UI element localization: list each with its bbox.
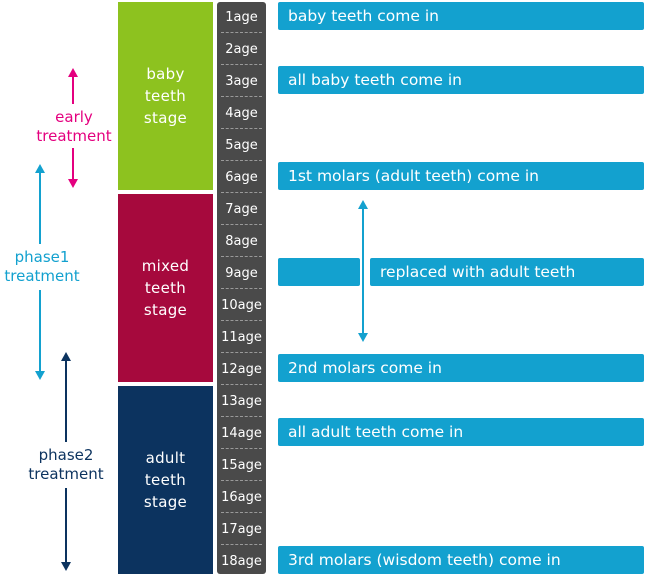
stage-adult-teeth-label: adult teeth stage — [143, 449, 188, 511]
age-cell: 10age — [221, 298, 262, 313]
early-treatment-arrow — [68, 68, 78, 188]
event-label: 2nd molars come in — [288, 359, 442, 377]
age-separator — [221, 192, 262, 193]
event-label: 1st molars (adult teeth) come in — [288, 167, 539, 185]
event-label: 3rd molars (wisdom teeth) come in — [288, 551, 561, 569]
phase2-treatment-arrow-head-up — [61, 352, 71, 361]
age-cell: 11age — [221, 330, 262, 345]
event-bar: 3rd molars (wisdom teeth) come in — [278, 546, 644, 574]
age-cell: 14age — [221, 426, 262, 441]
stage-mixed-teeth-label: mixed teeth stage — [141, 257, 190, 319]
age-separator — [221, 160, 262, 161]
replacement-span-arrow — [358, 200, 368, 342]
event-bar: 1st molars (adult teeth) come in — [278, 162, 644, 190]
event-label: baby teeth come in — [288, 7, 439, 25]
age-cell: 13age — [221, 394, 262, 409]
age-separator — [221, 224, 262, 225]
phase1-treatment-arrow-head-up — [35, 164, 45, 173]
event-bar: all baby teeth come in — [278, 66, 644, 94]
age-cell: 12age — [221, 362, 262, 377]
early-treatment-arrow-head-up — [68, 68, 78, 77]
age-separator — [221, 480, 262, 481]
age-separator — [221, 64, 262, 65]
phase2-treatment-label: phase2 treatment — [28, 446, 104, 483]
age-separator — [221, 448, 262, 449]
age-cell: 15age — [221, 458, 262, 473]
phase1-treatment-arrow-head-down — [35, 371, 45, 380]
event-label: all adult teeth come in — [288, 423, 464, 441]
early-treatment-arrow-head-down — [68, 179, 78, 188]
event-bar: 2nd molars come in — [278, 354, 644, 382]
event-bar: baby teeth come in — [278, 2, 644, 30]
age-separator — [221, 288, 262, 289]
event-label: all baby teeth come in — [288, 71, 462, 89]
age-cell: 9age — [225, 266, 258, 281]
age-separator — [221, 256, 262, 257]
stage-mixed-teeth: mixed teeth stage — [118, 194, 213, 382]
stage-adult-teeth: adult teeth stage — [118, 386, 213, 574]
phase2-treatment-arrow-head-down — [61, 562, 71, 571]
age-separator — [221, 320, 262, 321]
early-treatment-label: early treatment — [36, 108, 112, 145]
age-separator — [221, 128, 262, 129]
age-cell: 16age — [221, 490, 262, 505]
age-cell: 8age — [225, 234, 258, 249]
event-bar — [278, 258, 360, 286]
age-cell: 3age — [225, 74, 258, 89]
age-separator — [221, 384, 262, 385]
age-cell: 17age — [221, 522, 262, 537]
phase1-treatment-arrow — [35, 164, 45, 380]
age-separator — [221, 416, 262, 417]
age-cell: 5age — [225, 138, 258, 153]
event-bar: all adult teeth come in — [278, 418, 644, 446]
age-separator — [221, 512, 262, 513]
stage-baby-teeth-label: baby teeth stage — [143, 65, 188, 127]
age-column: 1age 2age 3age 4age 5age 6age 7age 8age 9age 10ag… — [217, 2, 266, 574]
stage-baby-teeth: baby teeth stage — [118, 2, 213, 190]
replacement-span-arrow-head-up — [358, 200, 368, 209]
replacement-span-arrow-head-down — [358, 333, 368, 342]
age-separator — [221, 352, 262, 353]
event-bar: replaced with adult teeth — [370, 258, 644, 286]
age-cell: 7age — [225, 202, 258, 217]
age-cell: 6age — [225, 170, 258, 185]
age-separator — [221, 544, 262, 545]
phase2-treatment-arrow — [61, 352, 71, 571]
age-cell: 4age — [225, 106, 258, 121]
phase1-treatment-label: phase1 treatment — [4, 248, 80, 285]
age-cell: 18age — [221, 554, 262, 569]
age-cell: 2age — [225, 42, 258, 57]
age-separator — [221, 32, 262, 33]
event-label: replaced with adult teeth — [380, 263, 576, 281]
age-separator — [221, 96, 262, 97]
age-cell: 1age — [225, 10, 258, 25]
